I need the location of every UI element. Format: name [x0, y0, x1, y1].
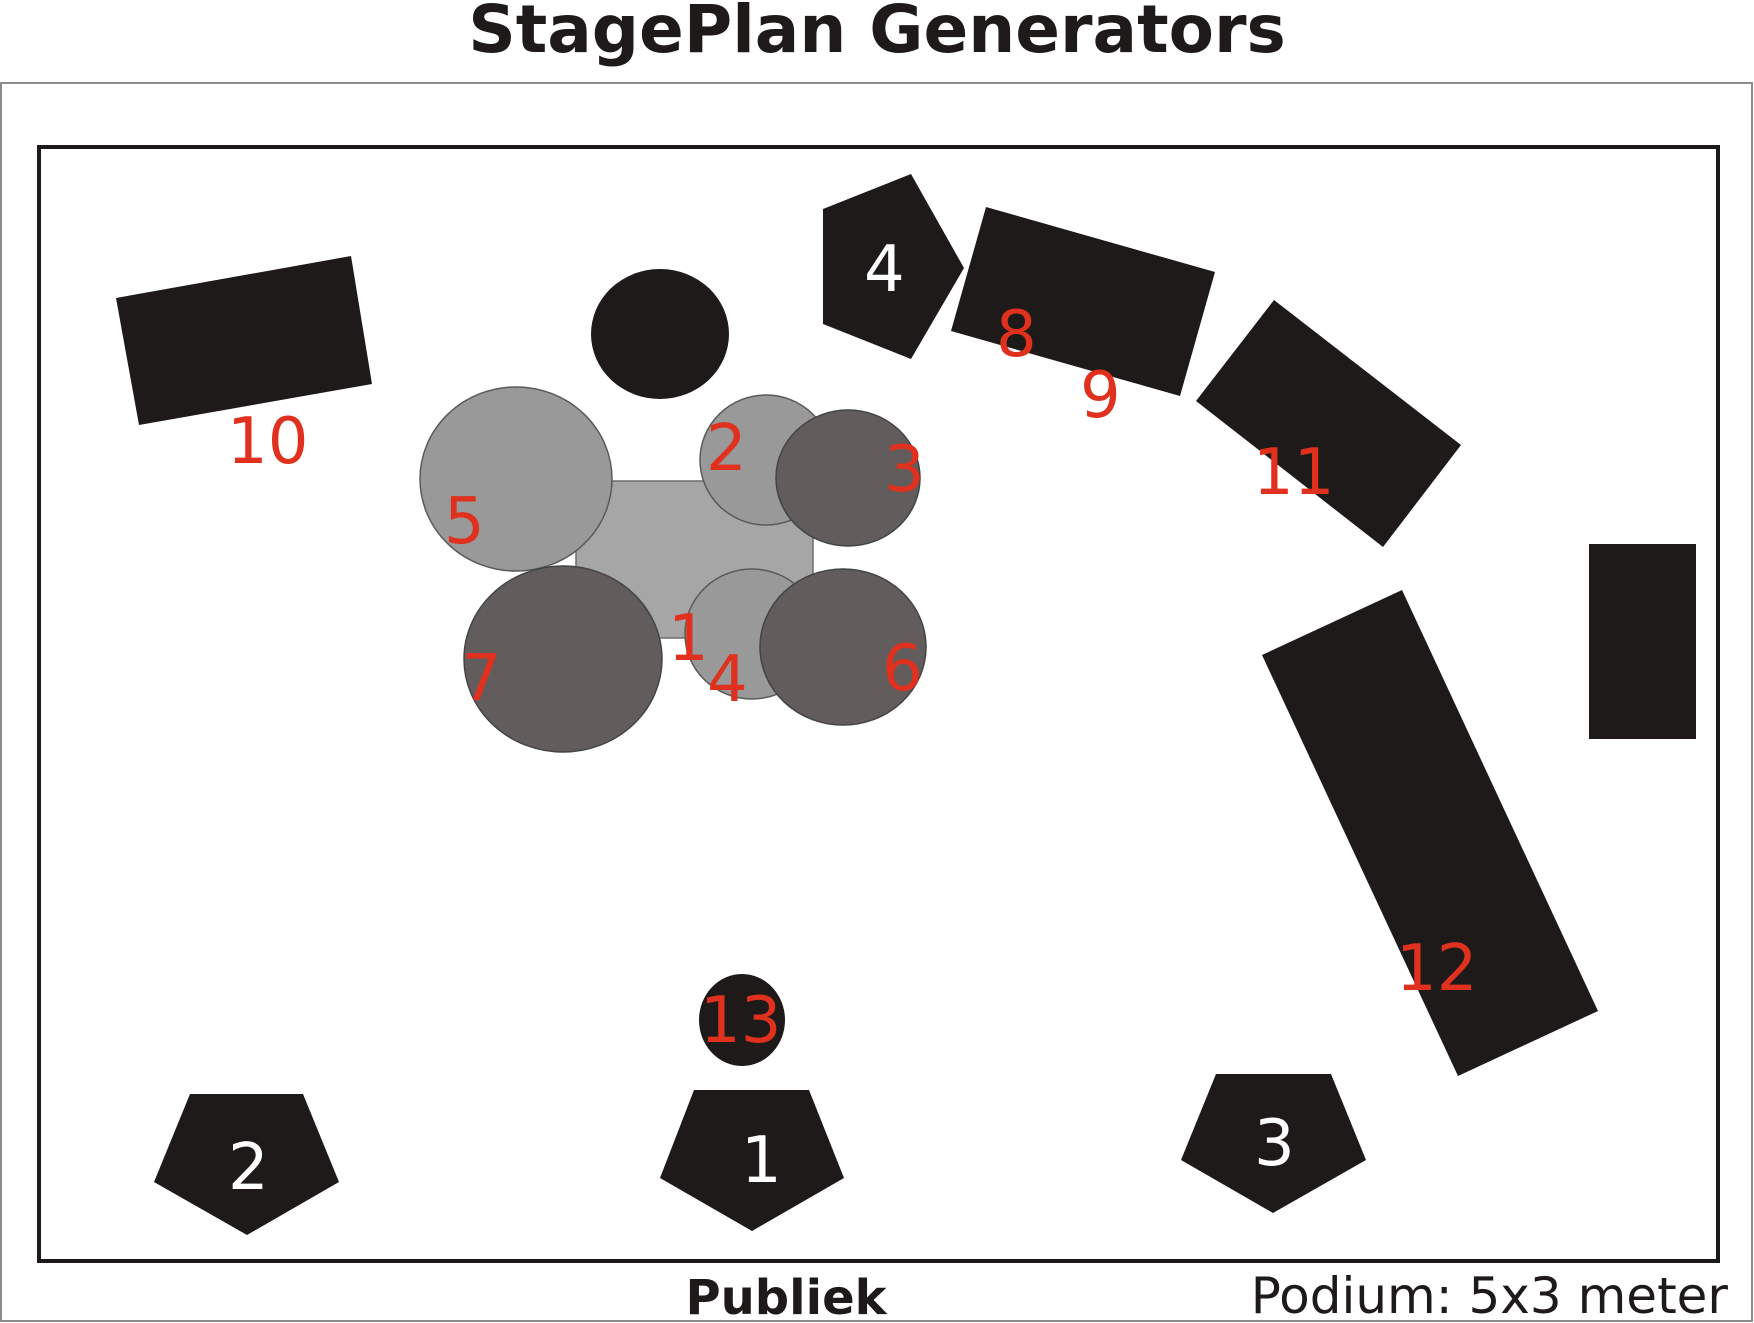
drum-6 — [759, 568, 927, 726]
amp-block-10 — [116, 256, 372, 425]
drum-kit — [419, 386, 927, 753]
monitor-label-back: 4 — [864, 233, 905, 307]
drum-label-2: 2 — [706, 412, 747, 486]
label-13: 13 — [700, 984, 781, 1058]
amp-block-11 — [1196, 300, 1461, 547]
drum-3 — [775, 409, 921, 547]
monitor-wedge-back — [823, 174, 964, 359]
drum-label-3: 3 — [884, 433, 925, 507]
monitor-label-3: 3 — [1254, 1107, 1295, 1181]
label-12: 12 — [1396, 932, 1477, 1006]
monitor-wedge-front-1 — [660, 1090, 844, 1231]
long-block-12 — [1262, 590, 1598, 1076]
circle-13 — [699, 974, 785, 1066]
label-8: 8 — [996, 298, 1037, 372]
label-11: 11 — [1253, 436, 1334, 510]
drum-label-6: 6 — [882, 632, 923, 706]
audience-label: Publiek — [685, 1270, 887, 1323]
monitor-wedge-front-2 — [154, 1094, 339, 1235]
drum-label-1: 1 — [668, 602, 709, 676]
label-10: 10 — [227, 405, 308, 479]
keyboard-block — [951, 207, 1215, 396]
monitor-wedge-front-3 — [1181, 1074, 1366, 1213]
monitor-label-1: 1 — [741, 1124, 782, 1198]
side-block — [1589, 544, 1696, 739]
drum-label-5: 5 — [444, 485, 485, 559]
drum-stool — [591, 269, 729, 399]
diagram-title: StagePlan Generators — [468, 0, 1286, 68]
monitor-label-2: 2 — [228, 1131, 269, 1205]
label-9: 9 — [1080, 359, 1121, 433]
drum-label-7: 7 — [461, 642, 502, 716]
drum-5 — [419, 386, 613, 572]
stage-size-label: Podium: 5x3 meter — [1251, 1267, 1729, 1323]
drum-label-4: 4 — [707, 643, 748, 717]
drum-7 — [463, 565, 663, 753]
